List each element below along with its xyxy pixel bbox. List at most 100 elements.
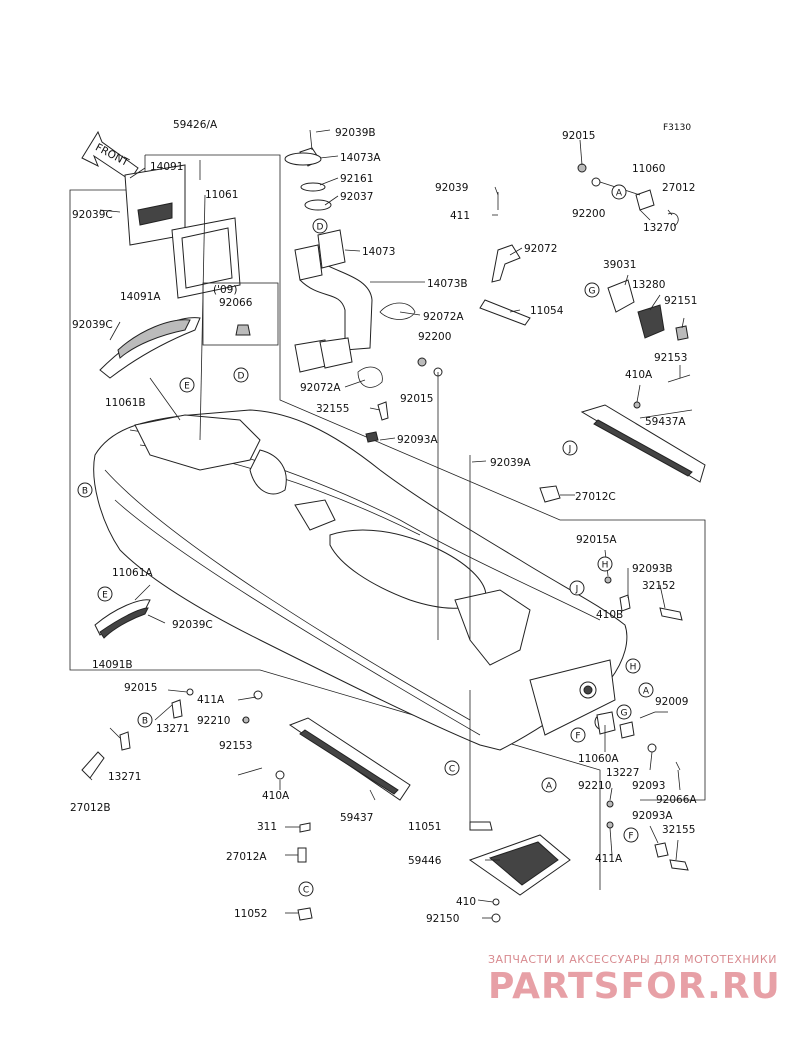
label-59446: 59446	[408, 855, 442, 867]
label-92072: 92072	[524, 243, 557, 255]
svg-text:D: D	[238, 372, 245, 382]
label-32155-2: 32155	[662, 824, 695, 836]
callout-B-1: B	[77, 482, 93, 498]
part-32155-r	[669, 859, 689, 871]
label-11061A: 11061A	[112, 567, 153, 579]
part-32155	[377, 401, 389, 421]
label-14091A: 14091A	[120, 291, 161, 303]
watermark-subtitle: ЗАПЧАСТИ И АКСЕССУАРЫ ДЛЯ МОТОТЕХНИКИ	[488, 953, 777, 966]
svg-text:C: C	[449, 765, 455, 775]
svg-text:B: B	[142, 717, 148, 727]
label-14073B: 14073B	[427, 278, 468, 290]
svg-text:H: H	[630, 663, 637, 673]
label-13271-2: 13271	[108, 771, 141, 783]
watermark-brand: PARTSFOR.RU	[488, 966, 781, 1007]
label-92066: 92066	[219, 297, 253, 309]
label-11060A: 11060A	[578, 753, 619, 765]
label-92015A: 92015A	[576, 534, 617, 546]
label-411A: 411A	[197, 694, 225, 706]
label-13271-1: 13271	[156, 723, 189, 735]
svg-text:G: G	[589, 287, 596, 297]
callout-C-2: C	[298, 881, 314, 897]
callout-G-2: G	[616, 704, 632, 720]
part-11060	[635, 189, 655, 211]
part-92015-r	[577, 163, 587, 173]
watermark: ЗАПЧАСТИ И АКСЕССУАРЫ ДЛЯ МОТОТЕХНИКИ PA…	[488, 953, 781, 1007]
label-410: 410	[456, 896, 476, 908]
label-14091B: 14091B	[92, 659, 133, 671]
part-27012A	[297, 847, 307, 863]
label-92151: 92151	[664, 295, 697, 307]
label-92009: 92009	[655, 696, 688, 708]
label-11061B: 11061B	[105, 397, 146, 409]
part-92150	[491, 913, 501, 923]
part-92093A-r	[654, 842, 669, 858]
label-92153-2: 92153	[219, 740, 252, 752]
part-92039B	[309, 129, 313, 151]
label-32155-1: 32155	[316, 403, 349, 415]
label-14091: 14091	[150, 161, 183, 173]
label-11052: 11052	[234, 908, 267, 920]
label-410B: 410B	[596, 609, 623, 621]
part-311	[299, 822, 311, 833]
svg-text:D: D	[317, 223, 324, 233]
part-13227	[619, 721, 635, 739]
part-410	[492, 898, 500, 906]
svg-text:J: J	[568, 445, 572, 455]
label-27012C: 27012C	[575, 491, 616, 503]
label-59437: 59437	[340, 812, 373, 824]
label-11061: 11061	[205, 189, 238, 201]
part-92151	[675, 325, 689, 341]
callout-A-2: A	[638, 682, 654, 698]
part-11060A	[596, 711, 616, 735]
callout-A-3: A	[541, 777, 557, 793]
label-92200-1: 92200	[418, 331, 451, 343]
label-92039B: 92039B	[335, 127, 376, 139]
label-92015-t: 92015	[562, 130, 595, 142]
label-92037: 92037	[340, 191, 373, 203]
callouts: A G D D E B J J H H A G F E B C A F C	[77, 184, 654, 897]
part-92153-bolt	[667, 374, 691, 383]
label-92200-2: 92200	[572, 208, 605, 220]
label-92039C-2: 92039C	[72, 319, 113, 331]
part-11052	[297, 907, 313, 921]
label-92015-m: 92015	[400, 393, 433, 405]
label-13270: 13270	[643, 222, 676, 234]
label-13280: 13280	[632, 279, 665, 291]
label-92093B: 92093B	[632, 563, 673, 575]
label-11051: 11051	[408, 821, 441, 833]
svg-text:A: A	[643, 687, 650, 697]
note-box-09	[202, 282, 279, 346]
label-27012A: 27012A	[226, 851, 267, 863]
label-92015-b: 92015	[124, 682, 157, 694]
part-14091A	[99, 317, 201, 379]
label-14073A: 14073A	[340, 152, 381, 164]
label-410A-1: 410A	[625, 369, 653, 381]
svg-text:A: A	[616, 189, 623, 199]
svg-text:F: F	[575, 732, 580, 742]
part-92066A	[675, 761, 681, 771]
label-32152: 32152	[642, 580, 675, 592]
label-39031: 39031	[603, 259, 636, 271]
part-92200-r	[591, 177, 601, 187]
leader-lines	[89, 129, 693, 919]
part-411A	[253, 690, 263, 700]
label-11060: 11060	[632, 163, 665, 175]
callout-J-2: J	[569, 580, 585, 596]
callout-H-1: H	[597, 556, 613, 572]
svg-text:C: C	[303, 886, 309, 896]
part-13271-a	[171, 699, 183, 719]
front-arrow: FRONT	[81, 130, 139, 181]
svg-text:G: G	[621, 709, 628, 719]
part-27012C	[539, 485, 561, 503]
label-11054: 11054	[530, 305, 564, 317]
part-59437-ride-plate	[288, 717, 411, 801]
callout-G-1: G	[584, 282, 600, 298]
label-92150: 92150	[426, 913, 459, 925]
part-92072-bracket	[491, 192, 521, 283]
hull	[93, 409, 628, 751]
label-92161: 92161	[340, 173, 373, 185]
part-59446-grate	[468, 834, 571, 896]
label-92039C-1: 92039C	[72, 209, 113, 221]
svg-text:A: A	[546, 782, 553, 792]
